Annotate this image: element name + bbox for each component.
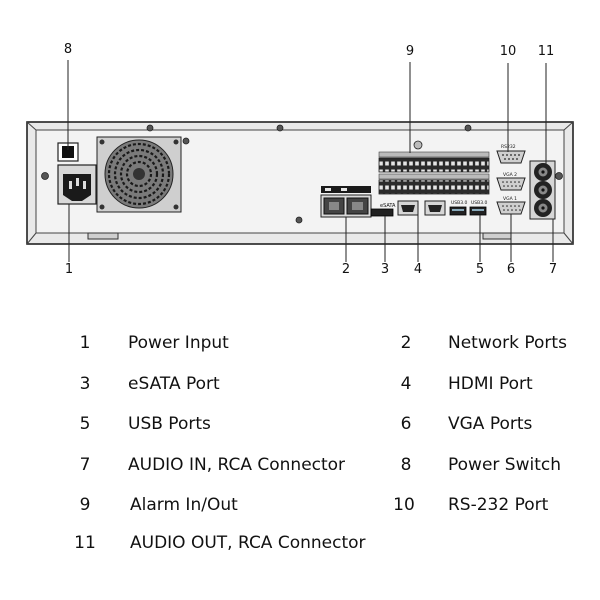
vga1-label: VGA 1 [503,196,517,202]
legend-label: HDMI Port [448,374,533,394]
legend-label: Power Switch [448,455,562,475]
callout-2: 2 [341,262,351,277]
vga-ports[interactable]: VGA 2 VGA 1 [496,172,526,215]
legend-number: 1 [79,333,91,353]
power-input-socket[interactable] [57,164,97,205]
usb-label-2: USB3.0 [471,200,488,206]
legend-number: 7 [79,455,91,475]
legend-label: Power Input [128,333,229,353]
vga2-label: VGA 2 [503,172,517,178]
usb-ports[interactable]: USB3.0 USB3.0 [449,200,488,216]
cooling-fan [96,136,182,213]
legend-number: 10 [393,495,415,515]
power-switch[interactable] [57,142,79,162]
esata-label: eSATA [380,203,396,209]
legend-number: 9 [79,495,91,515]
usb-label-1: USB3.0 [451,200,468,206]
callout-1: 1 [64,262,74,277]
legend-number: 6 [400,414,412,434]
callout-7: 7 [548,262,558,277]
callout-6: 6 [506,262,516,277]
callout-4: 4 [413,262,423,277]
legend-number: 3 [79,374,91,394]
rear-panel-svg: eSATA USB3.0 USB3.0 RS232 [26,60,574,262]
legend-label: AUDIO OUT, RCA Connector [130,533,366,553]
legend-number: 8 [400,455,412,475]
callout-3: 3 [380,262,390,277]
legend-label: AUDIO IN, RCA Connector [128,455,346,475]
alarm-terminal-blocks[interactable] [378,151,490,195]
callout-10: 10 [499,44,517,59]
port-legend: 1 Power Input 2 Network Ports 3 eSATA Po… [0,300,600,600]
legend-label: USB Ports [128,414,211,434]
legend-label: eSATA Port [128,374,220,394]
legend-number: 2 [400,333,412,353]
callout-11: 11 [537,44,555,59]
legend-number: 11 [74,533,96,553]
legend-number: 5 [79,414,91,434]
leader-lines [67,60,554,262]
rca-audio-connectors[interactable] [529,160,556,220]
rear-panel-diagram: eSATA USB3.0 USB3.0 RS232 [26,42,574,277]
hdmi-ports[interactable] [397,200,446,216]
legend-label: RS-232 Port [448,495,549,515]
esata-port[interactable]: eSATA [370,203,396,217]
legend-label: Network Ports [448,333,567,353]
legend-label: Alarm In/Out [130,495,238,515]
screws [41,124,563,224]
network-ports[interactable] [320,186,372,218]
legend-label: VGA Ports [448,414,533,434]
chassis-feet [87,232,512,240]
callout-8: 8 [63,42,73,57]
callout-9: 9 [405,44,415,59]
legend-number: 4 [400,374,412,394]
callout-5: 5 [475,262,485,277]
